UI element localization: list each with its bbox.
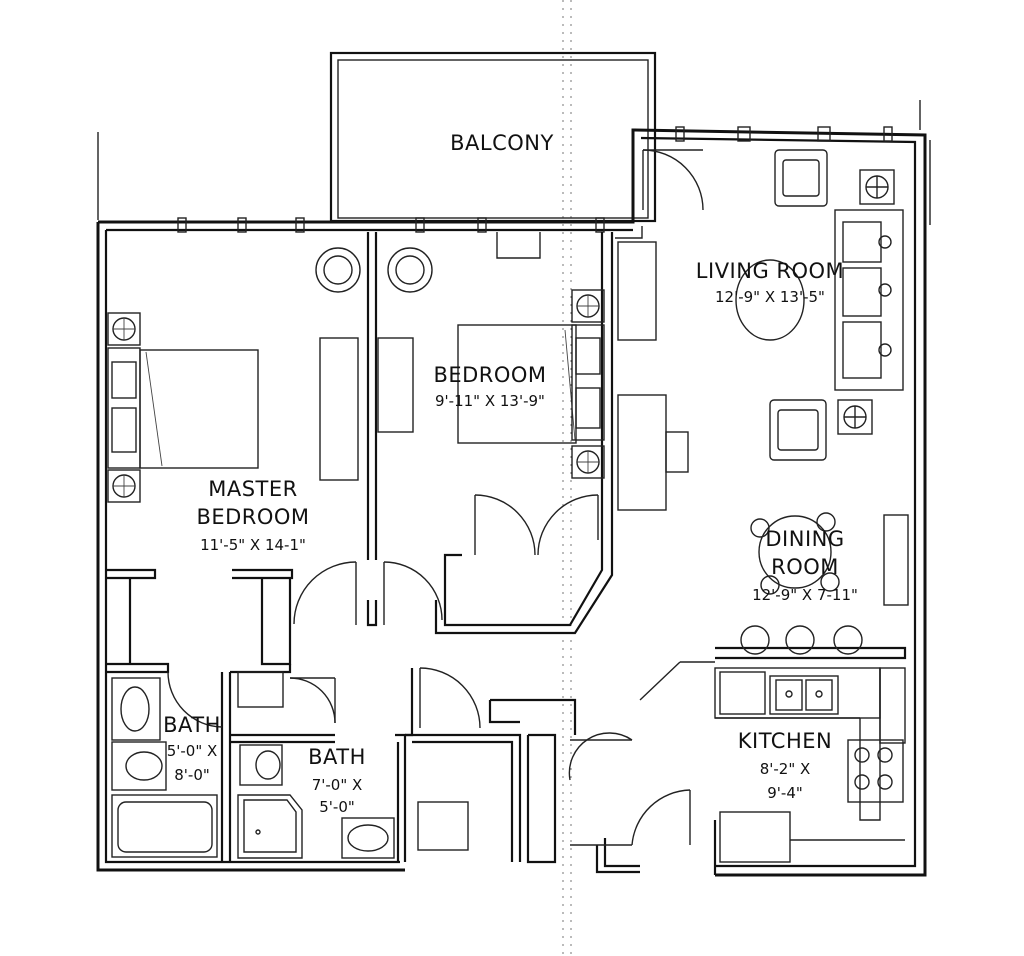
- second-bath-fixtures: [237, 671, 395, 859]
- exterior-stub-lines: [97, 100, 931, 225]
- dining-room-label-line1: DINING: [765, 527, 844, 551]
- kitchen-counters: [714, 667, 906, 863]
- bath-left-size-line1: 5'-0" X: [167, 742, 218, 760]
- master-bedroom-label-line1: MASTER: [208, 477, 298, 501]
- living-room-label: LIVING ROOM: [696, 259, 844, 283]
- exterior-walls: [96, 126, 927, 877]
- master-dresser: [319, 337, 359, 481]
- living-armchair-top: [774, 149, 828, 207]
- dining-table: [750, 512, 840, 595]
- master-bath-fixtures: [111, 677, 218, 858]
- bedroom-bed: [457, 289, 605, 479]
- bath-left-label: BATH: [163, 713, 221, 737]
- dining-room-size: 12'-9" X 7-11": [752, 586, 858, 604]
- master-bed: [107, 312, 259, 503]
- kitchen-label: KITCHEN: [738, 729, 833, 753]
- interior-walls: [106, 150, 907, 875]
- bedroom-chair: [387, 247, 433, 293]
- kitchen-size-line1: 8'-2" X: [760, 760, 811, 778]
- dining-sideboard: [883, 514, 909, 606]
- bath-right-size-line2: 5'-0": [319, 798, 355, 816]
- living-sofa: [834, 209, 904, 391]
- bedroom-dresser: [377, 337, 414, 433]
- bedroom-label: BEDROOM: [433, 363, 546, 387]
- living-armchair-bottom: [769, 399, 827, 461]
- bedroom-size: 9'-11" X 13'-9": [435, 392, 545, 410]
- bath-right-label: BATH: [308, 745, 366, 769]
- laundry-box: [417, 801, 469, 851]
- master-chair: [315, 247, 361, 293]
- living-lamp-tables: [837, 169, 895, 435]
- master-bedroom-size: 11'-5" X 14-1": [200, 536, 306, 554]
- door-swings: [167, 149, 704, 846]
- kitchen-size-line2: 9'-4": [767, 784, 803, 802]
- dining-room-label-line2: ROOM: [771, 555, 839, 579]
- balcony-label: BALCONY: [450, 131, 554, 155]
- living-coffee-table: [735, 259, 805, 341]
- bath-right-size-line1: 7'-0" X: [312, 776, 363, 794]
- living-room-size: 12'-9" X 13'-5": [715, 288, 825, 306]
- living-media-cabinets: [617, 241, 689, 511]
- master-bedroom-label-line2: BEDROOM: [196, 505, 309, 529]
- bar-stools: [740, 625, 863, 655]
- bath-left-size-line2: 8'-0": [174, 766, 210, 784]
